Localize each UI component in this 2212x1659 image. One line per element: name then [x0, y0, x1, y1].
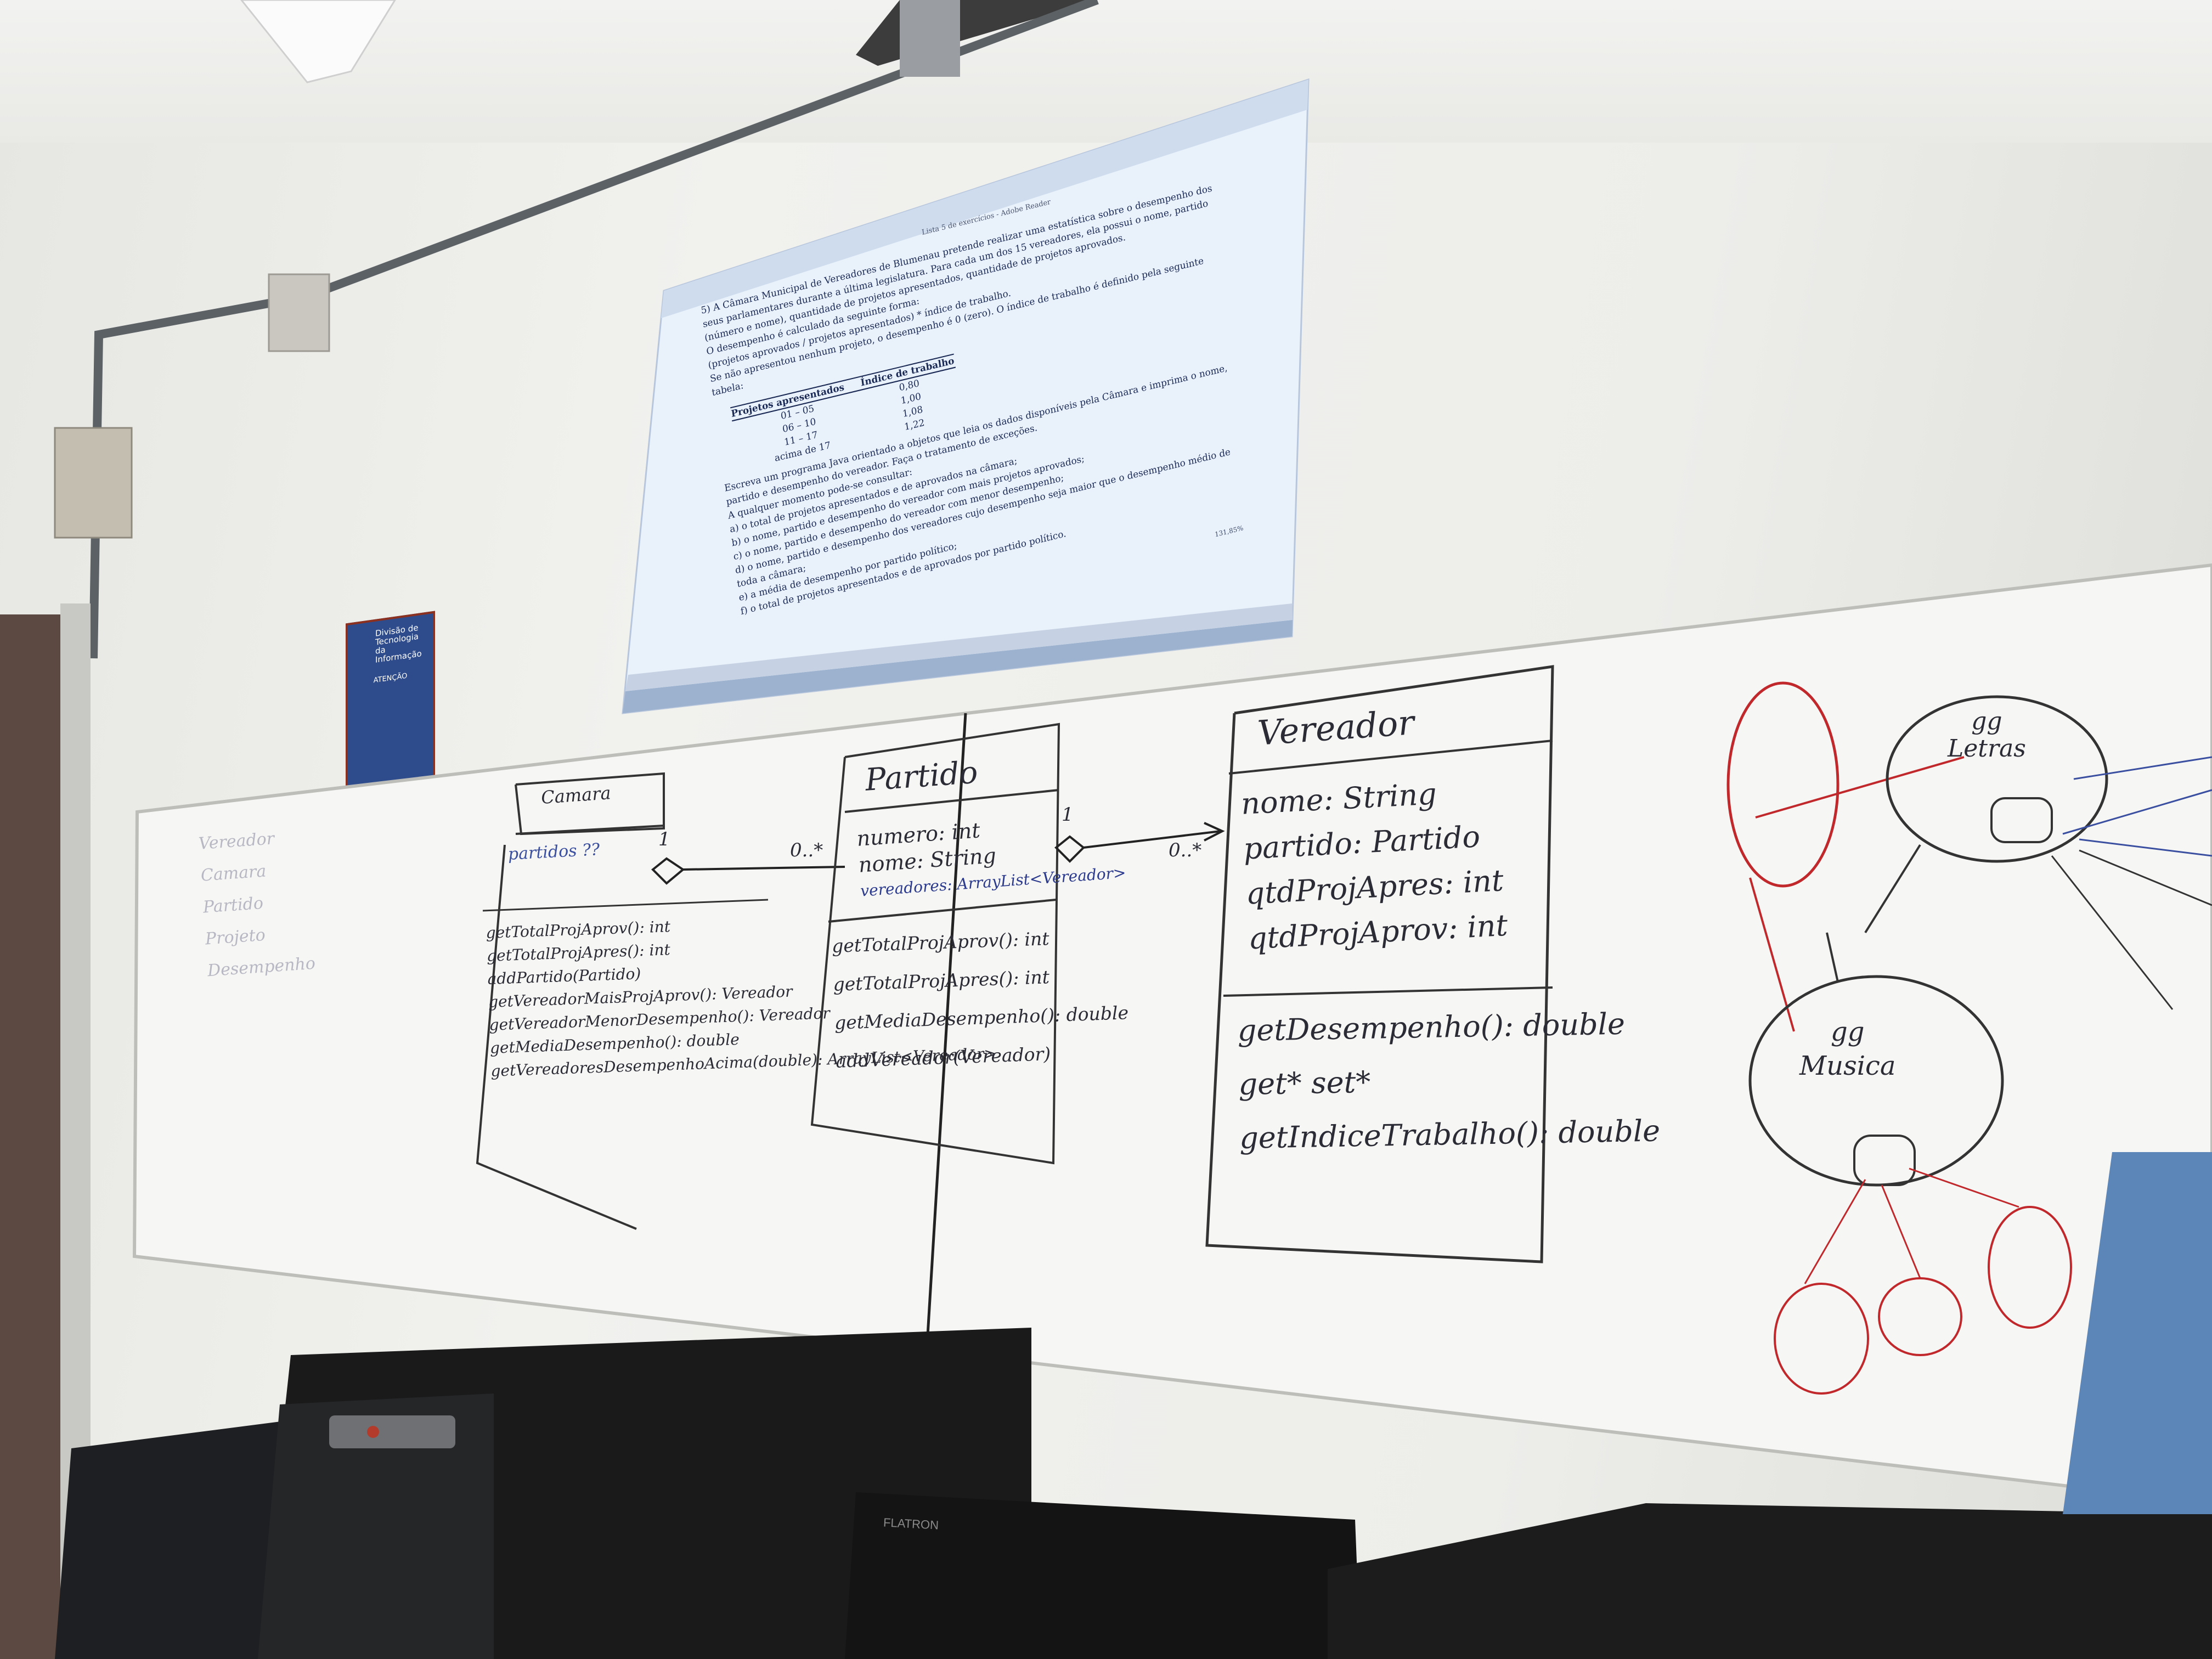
pc-tower-left — [55, 1421, 291, 1659]
leaf-circle-3 — [1988, 1206, 2072, 1329]
door — [0, 614, 60, 1659]
node-musica-label: gg Musica — [1799, 1017, 1896, 1081]
pc-tower-right — [1328, 1503, 2212, 1659]
assoc2-many: 0..* — [1169, 839, 1202, 861]
monitor — [845, 1492, 1361, 1659]
node-letras-label: gg Letras — [1948, 707, 2026, 763]
monitor-brand: FLATRON — [883, 1515, 939, 1532]
camara-box — [515, 772, 665, 836]
node-letras — [1886, 695, 2108, 863]
power-led — [367, 1426, 379, 1438]
wall-box — [54, 427, 133, 539]
vereador-box — [1205, 665, 1554, 1263]
red-circle — [1726, 681, 1839, 888]
ceiling-duct — [900, 0, 960, 77]
pc-front-ports — [329, 1415, 455, 1448]
partido-box — [810, 723, 1060, 1165]
person-shirt — [2063, 1152, 2212, 1514]
ceiling-light — [240, 0, 396, 83]
assoc2-one: 1 — [1062, 804, 1074, 826]
board-seam — [926, 713, 967, 1345]
junction-box — [268, 273, 330, 352]
assoc1-one: 1 — [658, 828, 670, 850]
assoc1-many: 0..* — [790, 839, 823, 861]
leaf-circle-1 — [1774, 1283, 1869, 1395]
